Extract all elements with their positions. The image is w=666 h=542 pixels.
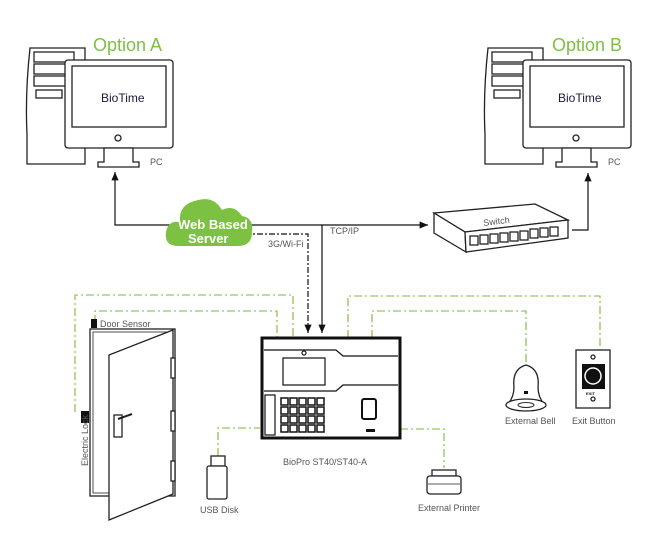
electric-lock-label: Electric Lock [80,414,90,466]
network-switch: Switch [431,203,571,254]
door-panel [108,329,174,521]
keypad-key [289,424,298,433]
pc-option-b: Option B BioTime PC [483,35,632,168]
screen-text-a: BioTime [101,91,145,105]
keypad-key [307,424,316,433]
keypad-key [298,397,307,406]
switch-ports [469,226,559,246]
external-bell-label: External Bell [505,416,556,426]
door: Door Sensor Electric Lock [80,319,176,521]
keypad-key [289,415,298,424]
biopro-device: BioPro ST40/ST40-A [260,336,402,467]
device-screen [282,357,326,386]
door-sensor-label: Door Sensor [100,319,151,329]
wire-usb [217,427,260,456]
exit-text: EXIT [586,391,595,396]
pc-label-a: PC [150,157,163,167]
line-switch-to-pc-b [572,173,592,231]
tcpip-label: TCP/IP [330,226,359,236]
option-b-title: Option B [552,35,622,55]
keypad-key [316,424,325,433]
external-bell: External Bell [505,364,556,426]
keypad-key [307,406,316,415]
monitor-screen-a [71,65,167,128]
electric-lock-icon [81,411,89,423]
keypad-key [280,397,289,406]
usb-disk: USB Disk [200,455,239,515]
keypad-key [298,424,307,433]
cloud-line-1: Web Based [178,217,248,232]
wire-door-sensor [94,310,278,338]
keypad-key [307,397,316,406]
keypad-key [289,397,298,406]
keypad-key [298,406,307,415]
keypad-key [307,415,316,424]
exit-button: EXIT Exit Button [572,349,616,426]
option-a-title: Option A [93,35,162,55]
wifi-label: 3G/Wi-Fi [268,239,304,249]
keypad-key [280,415,289,424]
external-printer-label: External Printer [418,503,480,513]
keypad-key [289,406,298,415]
line-wifi [245,233,312,333]
door-sensor-icon [91,319,97,328]
exit-button-label: Exit Button [572,416,616,426]
door-handle-plate [113,414,123,438]
monitor-screen-b [529,65,625,128]
keypad-key [280,424,289,433]
wire-printer [400,428,445,468]
keypad-key [316,406,325,415]
pc-option-a: Option A BioTime PC [25,35,174,168]
keypad-key [298,415,307,424]
device-label: BioPro ST40/ST40-A [283,457,367,467]
switch-label: Switch [483,215,511,228]
pc-label-b: PC [608,157,621,167]
keypad-key [316,415,325,424]
web-server-cloud: Web Based Server [165,199,253,246]
keypad-key [280,406,289,415]
keypad-key [316,397,325,406]
usb-disk-label: USB Disk [200,505,239,515]
wire-electric-lock [74,294,294,412]
wire-exit-button [347,295,601,352]
fingerprint-sensor [361,398,377,420]
line-cloud-to-pc-a [111,172,175,226]
cloud-line-2: Server [188,231,228,246]
screen-text-b: BioTime [558,91,602,105]
device-keypad [280,397,325,433]
external-printer: External Printer [418,469,480,513]
wire-external-bell [371,310,527,362]
